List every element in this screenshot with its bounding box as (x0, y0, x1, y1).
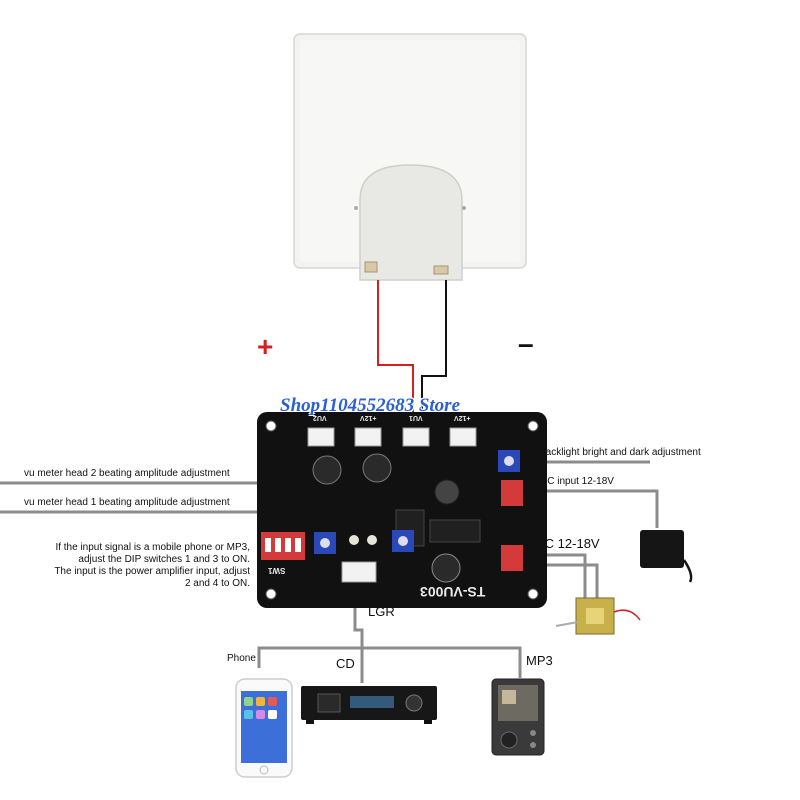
minus-sign: – (518, 328, 534, 359)
dc-adapter (640, 530, 693, 583)
transformer (555, 597, 641, 635)
label-backlight: Backlight bright and dark adjustment (539, 447, 701, 458)
dip-note-line-4: 2 and 4 to ON. (184, 578, 250, 589)
dip-note-line-2: adjust the DIP switches 1 and 3 to ON. (78, 554, 250, 565)
dip-note-line-3: The input is the power amplifier input, … (54, 566, 250, 577)
label-mp3: MP3 (526, 653, 553, 668)
label-phone: Phone (227, 653, 256, 664)
black-wire (421, 280, 447, 428)
board-switch-label: SW1 (268, 566, 286, 575)
cd-player (301, 686, 437, 724)
red-wire (377, 280, 414, 428)
label-lgr: LGR (368, 604, 395, 619)
plus-sign: + (257, 331, 274, 362)
smartphone (235, 678, 293, 778)
mp3-player (491, 678, 545, 756)
circuit-board (257, 412, 547, 608)
board-model: TS-VU003 (420, 584, 486, 600)
label-vu1: vu meter head 1 beating amplitude adjust… (24, 497, 230, 508)
dip-note-line-1: If the input signal is a mobile phone or… (55, 542, 250, 553)
label-dip-note: If the input signal is a mobile phone or… (20, 542, 250, 590)
label-ac-input: AC 12-18V (536, 536, 600, 551)
label-dc-input: DC input 12-18V (540, 476, 614, 487)
vu-meter (293, 33, 527, 281)
label-vu2: vu meter head 2 beating amplitude adjust… (24, 468, 230, 479)
label-cd: CD (336, 656, 355, 671)
store-watermark: Shop1104552683 Store (280, 395, 461, 416)
